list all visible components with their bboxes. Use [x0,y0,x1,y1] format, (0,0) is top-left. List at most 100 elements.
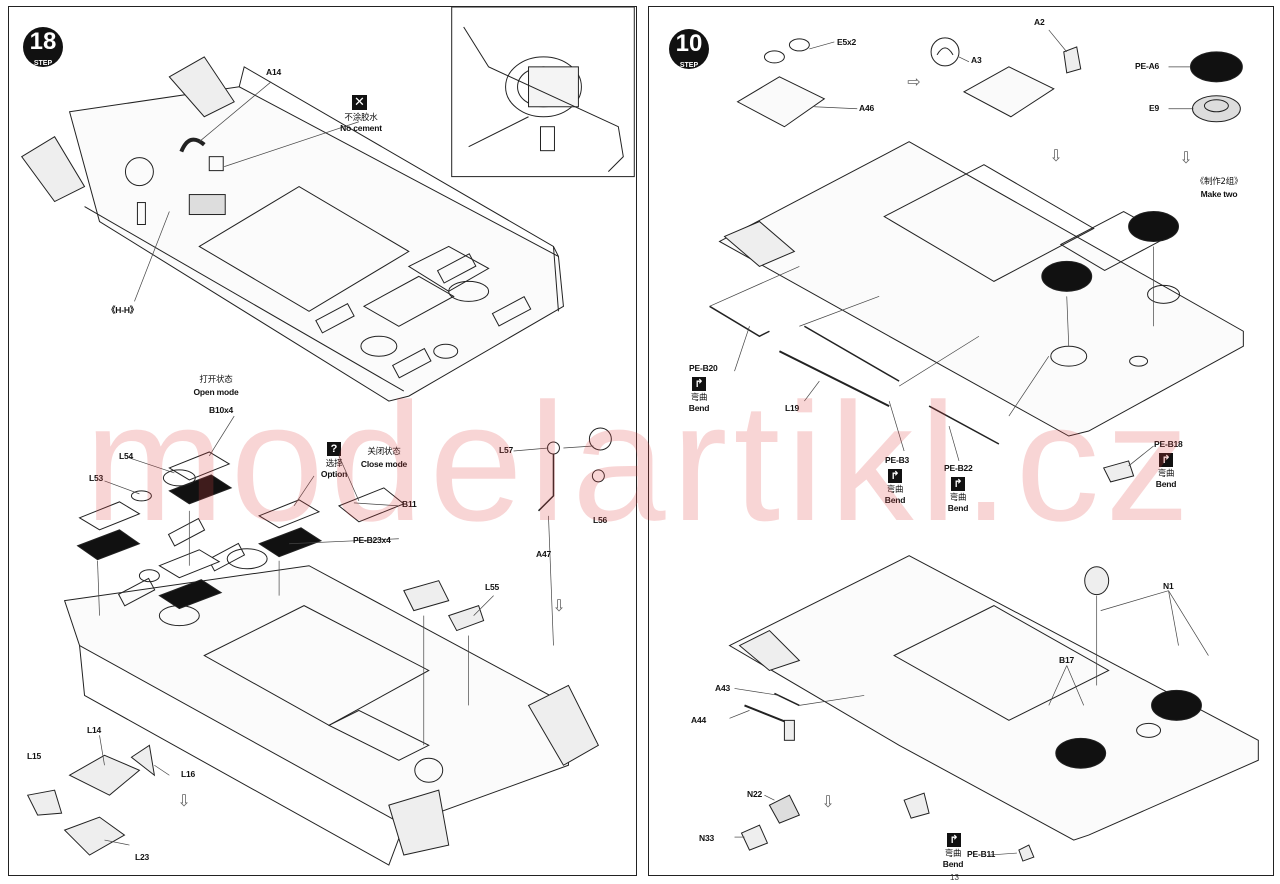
part-l23 [63,816,126,856]
label-hh-view: 《H-H》 [107,305,139,315]
label-a43: A43 [715,683,730,693]
label-a3: A3 [971,55,982,65]
hatch-plate-a3 [962,66,1055,118]
pe-b23-4 [158,579,223,610]
label-n33: N33 [699,833,714,843]
label-option-cn: 选择 [325,459,343,469]
pe-b23-3 [258,527,323,558]
part-n33 [740,824,769,851]
label-bend-cn: 弯曲 [690,393,708,403]
label-l14: L14 [87,725,102,735]
bend-icon: ↱ [888,469,902,483]
label-bend-cn: 弯曲 [949,493,967,503]
label-l57: L57 [499,445,514,455]
option-icon: ? [327,442,341,456]
part-l15 [26,789,63,816]
label-a46: A46 [859,103,874,113]
upper-left-fender [20,136,86,203]
part-pe-b22 [928,405,1000,445]
part-n22 [768,794,801,824]
upper-left-fender [723,220,796,267]
label-bend-en: Bend [947,503,969,513]
label-bend-en: Bend [688,403,710,413]
part-n1-zoom [1084,566,1110,596]
label-pe-b3: PE-B3 [885,455,910,465]
upper-hull-floor [68,86,564,402]
part-pe-a6 [1189,51,1243,83]
part-l56-zoom [588,427,612,451]
hatch-plate-a46 [736,76,826,128]
label-close-cn: 关闭状态 [367,447,401,457]
label-l53: L53 [89,473,104,483]
label-pe-b20: PE-B20 [689,363,718,373]
step-18-badge: 18 STEP [23,27,63,67]
label-bend-en: Bend [1155,479,1177,489]
step-10-badge: 10 STEP [669,29,709,69]
label-close-en: Close mode [360,459,408,469]
fan-grille-1 [1128,211,1179,242]
part-e5-2 [788,38,810,52]
bend-icon: ↱ [1159,453,1173,467]
label-make-two-cn: 《制作2组》 [1195,177,1243,187]
lower-hull-floor [63,565,569,826]
inset-hatch-ring [505,56,582,118]
label-a2: A2 [1034,17,1045,27]
view-rotate-arrow-icon: ⇩ [177,791,191,810]
lower-rear-fender [527,684,600,766]
label-bend-en: Bend [942,859,964,869]
view-rotate-arrow-icon: ⇨ [907,72,921,91]
step-number: 18 [29,28,57,55]
label-bend-en: Bend [884,495,906,505]
upper-hull-rear [718,141,1244,437]
part-l54 [162,469,196,487]
label-l23: L23 [135,852,150,862]
label-option-en: Option [320,469,348,479]
label-e9: E9 [1149,103,1159,113]
label-make-two-en: Make two [1200,189,1238,199]
label-bend-cn: 弯曲 [886,485,904,495]
grille-b10-1 [78,501,141,531]
step-number: 10 [675,30,703,57]
label-open-en: Open mode [193,387,239,397]
left-page-drawing [20,7,635,866]
lower-hull-hatch [203,605,430,726]
view-rotate-arrow-icon: ⇩ [1179,148,1193,167]
part-pe-b20 [709,305,770,338]
label-open-cn: 打开状态 [199,375,233,385]
label-bend-cn: 弯曲 [1157,469,1175,479]
right-instruction-page: 10 STEP E5x2 A46 A2 A3 PE-A6 E9 《制作2组》 M… [648,6,1274,876]
view-rotate-arrow-icon: ⇩ [821,792,835,811]
bend-icon: ↱ [951,477,965,491]
no-cement-icon: ✕ [352,95,367,110]
part-pe-b18 [1102,460,1135,483]
label-bend-cn: 弯曲 [944,849,962,859]
label-l56: L56 [593,515,608,525]
pe-b23-2 [168,474,233,505]
label-a14: A14 [266,67,281,77]
label-l15: L15 [27,751,42,761]
upper-hull-hatch [198,186,410,312]
part-l57 [546,441,560,455]
label-e5: E5x2 [837,37,857,47]
label-pe-b11: PE-B11 [967,849,996,859]
part-l16 [130,744,156,777]
fan-grille-4 [1055,737,1107,769]
label-b10: B10x4 [209,405,234,415]
view-rotate-arrow-icon: ⇩ [1049,146,1063,165]
part-l55 [447,604,485,632]
label-pe-a6: PE-A6 [1135,61,1160,71]
grille-b10-3 [258,499,321,529]
lower-hull-rear [728,555,1259,841]
part-l14 [68,754,141,796]
fan-grille-3 [1151,689,1202,721]
upper-rear-fender [168,56,235,118]
label-n22: N22 [747,789,762,799]
label-l19: L19 [785,403,800,413]
label-l16: L16 [181,769,196,779]
upper-engine-hatch [883,164,1095,282]
part-e5-1 [763,50,785,64]
label-no-cement-cn: 不涂胶水 [344,113,378,123]
view-rotate-arrow-icon: ⇩ [552,596,566,615]
grille-b11-closed [337,487,405,523]
part-l19 [778,350,890,407]
